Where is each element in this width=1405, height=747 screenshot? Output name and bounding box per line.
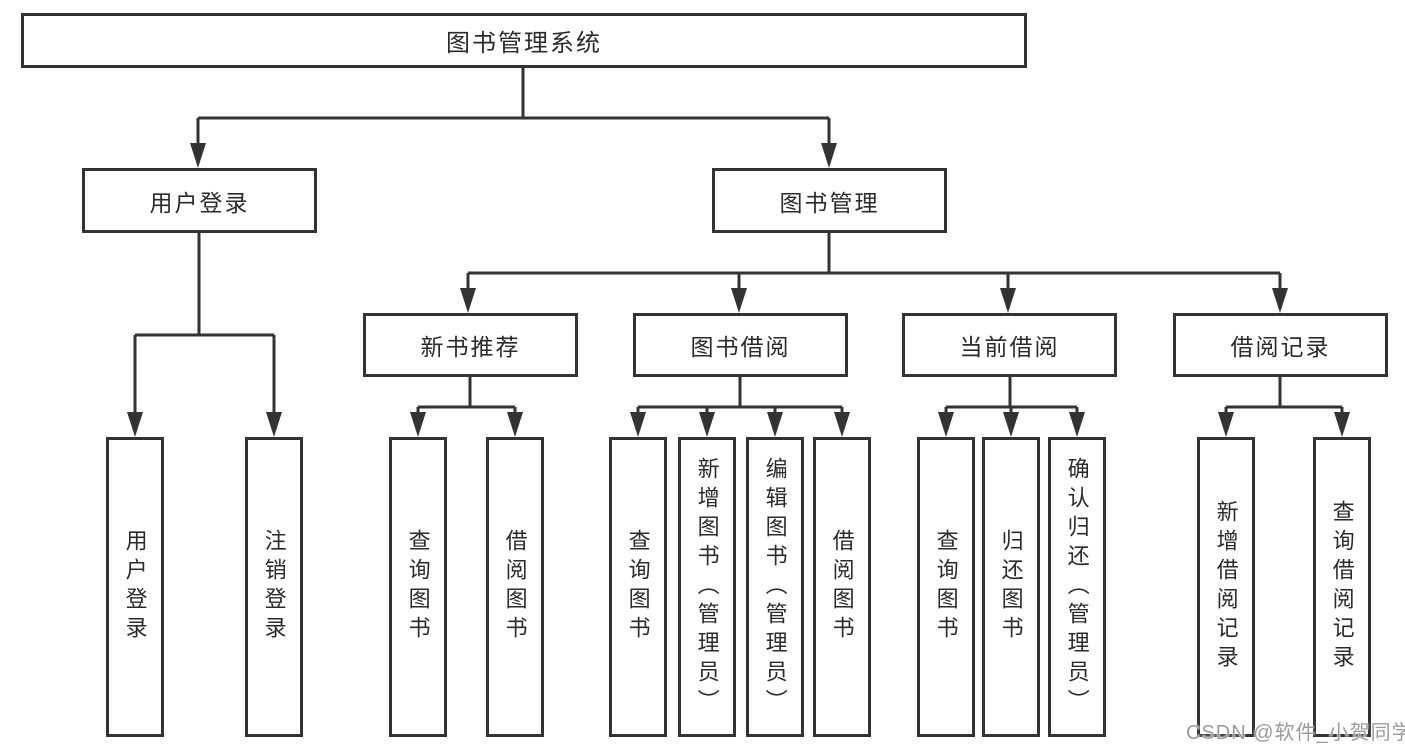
leaf-query-books-recommend: 查询图书 — [389, 437, 447, 737]
csdn-watermark: CSDN @软件_小贺同学 — [1186, 722, 1405, 744]
leaf-query-borrow-record: 查询借阅记录 — [1313, 437, 1371, 737]
leaf-edit-book-admin: 编辑图书（管理员） — [746, 437, 804, 737]
node-book-borrowing: 图书借阅 — [633, 313, 848, 377]
leaf-query-books-current: 查询图书 — [917, 437, 975, 737]
leaf-user-login-label: 用户登录 — [122, 529, 148, 645]
leaf-borrow-books-recommend: 借阅图书 — [486, 437, 544, 737]
leaf-user-login: 用户登录 — [106, 437, 164, 737]
node-book-management: 图书管理 — [712, 168, 947, 233]
leaf-query-books-borrowing-label: 查询图书 — [625, 529, 651, 645]
leaf-query-books-borrowing: 查询图书 — [609, 437, 667, 737]
leaf-add-borrow-record-label: 新增借阅记录 — [1213, 500, 1239, 674]
node-current-borrowing: 当前借阅 — [902, 313, 1117, 377]
leaf-add-borrow-record: 新增借阅记录 — [1197, 437, 1255, 737]
leaf-borrow-books-borrowing: 借阅图书 — [813, 437, 871, 737]
leaf-edit-book-admin-label: 编辑图书（管理员） — [762, 456, 788, 718]
node-user-login: 用户登录 — [82, 168, 317, 233]
leaf-query-borrow-record-label: 查询借阅记录 — [1329, 500, 1355, 674]
leaf-confirm-return-admin: 确认归还（管理员） — [1048, 437, 1106, 737]
node-new-book-recommend: 新书推荐 — [363, 313, 578, 377]
leaf-logout-label: 注销登录 — [261, 529, 287, 645]
leaf-return-book: 归还图书 — [982, 437, 1040, 737]
leaf-query-books-recommend-label: 查询图书 — [405, 529, 431, 645]
leaf-confirm-return-admin-label: 确认归还（管理员） — [1064, 456, 1090, 718]
leaf-add-book-admin: 新增图书（管理员） — [678, 437, 736, 737]
leaf-borrow-books-borrowing-label: 借阅图书 — [829, 529, 855, 645]
leaf-borrow-books-recommend-label: 借阅图书 — [502, 529, 528, 645]
node-borrowing-records: 借阅记录 — [1173, 313, 1388, 377]
leaf-return-book-label: 归还图书 — [998, 529, 1024, 645]
leaf-logout: 注销登录 — [245, 437, 303, 737]
leaf-query-books-current-label: 查询图书 — [933, 529, 959, 645]
node-root: 图书管理系统 — [21, 13, 1027, 68]
leaf-add-book-admin-label: 新增图书（管理员） — [694, 456, 720, 718]
